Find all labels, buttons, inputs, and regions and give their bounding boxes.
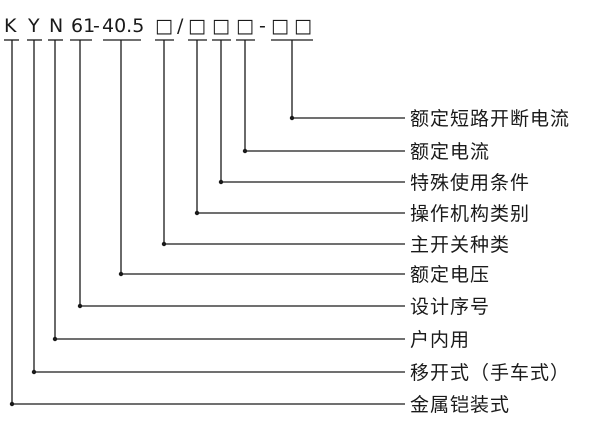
leader-rated-short-circuit-breaking-current	[291, 40, 405, 119]
code-slot-4: □	[236, 15, 254, 37]
code-slot-5: □	[271, 15, 289, 37]
leader-dot-rated-current	[242, 148, 248, 154]
code-dash-2: -	[259, 15, 266, 37]
leader-dot-indoor-use	[52, 336, 58, 342]
leader-operating-mechanism-type	[196, 40, 405, 214]
label-rated-short-circuit-breaking-current: 额定短路开断电流	[410, 108, 570, 130]
label-special-conditions: 特殊使用条件	[410, 172, 530, 194]
leader-dot-design-serial-number	[77, 303, 83, 309]
model-code: K Y N 61 - 40.5 □ / □ □ □ - □ □	[4, 15, 312, 37]
label-withdrawable-type: 移开式（手车式）	[410, 362, 570, 384]
leader-dot-rated-voltage	[118, 271, 124, 277]
code-slot-1: □	[155, 15, 173, 37]
label-main-switch-type: 主开关种类	[410, 234, 510, 256]
label-design-serial-number: 设计序号	[410, 296, 490, 318]
label-operating-mechanism-type: 操作机构类别	[410, 203, 530, 225]
leader-withdrawable-type	[33, 40, 405, 373]
label-indoor-use: 户内用	[410, 329, 470, 351]
leader-design-serial-number	[79, 40, 405, 307]
leader-dot-rated-short-circuit-breaking-current	[289, 115, 295, 121]
leader-metal-armored-type	[11, 40, 405, 405]
leader-dot-operating-mechanism-type	[194, 210, 200, 216]
label-metal-armored-type: 金属铠装式	[410, 394, 510, 416]
code-letter-y: Y	[27, 15, 40, 37]
meaning-labels: 额定短路开断电流 额定电流 特殊使用条件 操作机构类别 主开关种类 额定电压 设…	[410, 108, 570, 416]
leader-special-conditions	[220, 40, 405, 183]
label-rated-voltage: 额定电压	[410, 264, 490, 286]
code-letter-n: N	[49, 15, 63, 37]
code-letter-k: K	[4, 15, 17, 37]
label-rated-current: 额定电流	[410, 141, 490, 163]
code-slot-3: □	[212, 15, 230, 37]
code-slash: /	[177, 15, 184, 37]
leader-dot-special-conditions	[218, 179, 224, 185]
code-rated-voltage: 40.5	[102, 15, 144, 37]
code-design-number: 61	[71, 15, 95, 37]
code-slot-6: □	[294, 15, 312, 37]
leader-lines	[9, 40, 405, 407]
leader-indoor-use	[54, 40, 405, 340]
leader-dot-withdrawable-type	[31, 369, 37, 375]
leader-dot-metal-armored-type	[9, 401, 15, 407]
leader-rated-current	[244, 40, 405, 152]
code-dash-1: -	[93, 15, 100, 37]
code-slot-2: □	[188, 15, 206, 37]
leader-dot-main-switch-type	[161, 241, 167, 247]
